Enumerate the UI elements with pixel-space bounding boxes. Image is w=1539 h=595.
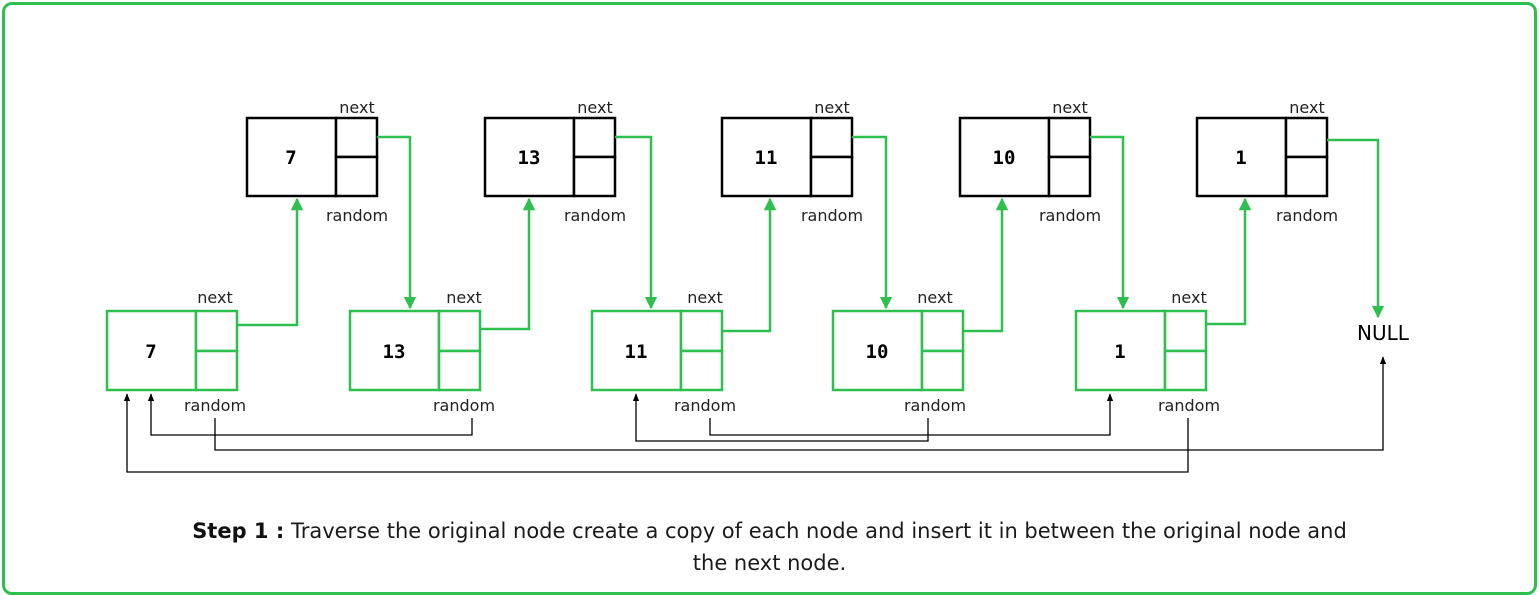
original-node-3: 11 next random [720,98,863,225]
copy-node-3: 11 next random [590,288,736,415]
original-node-3-random-label: random [801,206,863,225]
random-pointer-10-to-11 [632,393,929,442]
caption: Step 1 : Traverse the original node crea… [0,515,1539,579]
next-arrow-orig1-to-copy2 [377,135,417,310]
copy-node-3-next-label: next [687,288,722,307]
original-node-5-next-label: next [1289,98,1324,117]
copy-node-2: 13 next random [348,288,495,415]
original-node-5: 1 next random [1195,98,1338,225]
original-node-2-random-label: random [564,206,626,225]
copy-node-5-random-label: random [1158,396,1220,415]
original-node-2-value: 13 [518,147,541,169]
original-node-5-value: 1 [1235,147,1246,169]
null-label: NULL [1357,321,1410,345]
original-node-1-random-label: random [326,206,388,225]
copy-node-1-value: 7 [145,341,156,363]
copy-node-4: 10 next random [831,288,966,415]
next-arrow-orig4-to-copy5 [1090,135,1130,310]
original-node-1: 7 next random [245,98,388,225]
random-pointer-1-to-7 [123,393,1189,473]
copy-node-2-random-label: random [433,396,495,415]
original-node-2-next-label: next [577,98,612,117]
caption-body: Step 1 : Traverse the original node crea… [190,515,1350,579]
next-arrow-copy1-to-orig2 [237,197,304,327]
original-node-3-value: 11 [755,147,778,169]
caption-text: Traverse the original node create a copy… [290,519,1347,575]
copy-node-5-next-label: next [1171,288,1206,307]
copy-node-4-next-label: next [917,288,952,307]
random-pointer-7-to-null [214,356,1387,451]
random-pointer-13-to-7 [147,393,473,436]
copy-node-4-random-label: random [904,396,966,415]
original-node-4-value: 10 [993,147,1016,169]
next-arrow-copy4-to-orig5 [963,197,1009,333]
copy-node-1: 7 next random [105,288,246,415]
copy-node-2-value: 13 [383,341,406,363]
copy-node-2-next-label: next [446,288,481,307]
copy-node-3-value: 11 [625,341,648,363]
original-node-4-random-label: random [1039,206,1101,225]
original-node-5-random-label: random [1276,206,1338,225]
copy-node-1-next-label: next [197,288,232,307]
next-arrow-orig5-to-null [1327,138,1385,319]
next-arrow-orig2-to-copy3 [615,135,658,310]
next-arrow-orig3-to-copy4 [852,135,893,310]
copy-node-1-random-label: random [184,396,246,415]
next-arrow-copy2-to-orig3 [480,197,536,331]
copy-node-4-value: 10 [866,341,889,363]
original-node-2: 13 next random [483,98,626,225]
copy-node-5-value: 1 [1114,341,1125,363]
original-node-4: 10 next random [958,98,1101,225]
next-arrow-copy5-to-orig6 [1206,197,1252,326]
original-node-1-value: 7 [285,147,296,169]
original-node-1-next-label: next [339,98,374,117]
original-node-4-next-label: next [1052,98,1087,117]
copy-node-5: 1 next random [1074,288,1220,415]
original-node-3-next-label: next [814,98,849,117]
copy-node-3-random-label: random [674,396,736,415]
caption-step: Step 1 : [192,519,285,543]
random-pointer-11-to-1 [709,393,1114,436]
next-arrow-copy3-to-orig4 [722,197,777,333]
